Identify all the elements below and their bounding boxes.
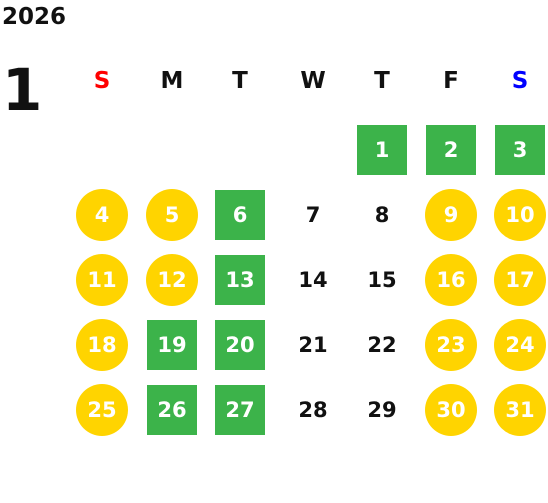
day-number-green: 6 [215, 190, 265, 240]
day-cell[interactable]: 26 [142, 382, 202, 438]
day-cell[interactable]: 15 [352, 252, 412, 308]
day-cell[interactable]: 27 [210, 382, 270, 438]
day-cell[interactable]: 16 [421, 252, 481, 308]
day-cell[interactable]: 20 [210, 317, 270, 373]
day-cell[interactable]: 13 [210, 252, 270, 308]
weekday-label: W [300, 68, 326, 94]
day-cell[interactable]: 2 [421, 122, 481, 178]
day-cell[interactable]: 10 [490, 187, 548, 243]
day-number: 14 [298, 267, 328, 292]
day-cell[interactable]: 1 [352, 122, 412, 178]
weekday-label: T [374, 68, 390, 94]
day-number: 7 [305, 202, 321, 227]
day-number-yellow: 16 [425, 254, 477, 306]
day-cell[interactable]: 6 [210, 187, 270, 243]
day-number-green: 3 [495, 125, 545, 175]
day-cell[interactable]: 3 [490, 122, 548, 178]
weekday-label: F [443, 68, 459, 94]
day-number-yellow: 4 [76, 189, 128, 241]
day-cell[interactable]: 29 [352, 382, 412, 438]
day-number-yellow: 11 [76, 254, 128, 306]
day-number-green: 1 [357, 125, 407, 175]
day-number-yellow: 25 [76, 384, 128, 436]
day-number: 28 [298, 397, 328, 422]
day-cell[interactable]: 17 [490, 252, 548, 308]
day-number-green: 27 [215, 385, 265, 435]
day-cell[interactable]: 21 [283, 317, 343, 373]
day-number: 21 [298, 332, 328, 357]
month-number: 1 [2, 56, 43, 124]
day-number-yellow: 10 [494, 189, 546, 241]
day-number-green: 20 [215, 320, 265, 370]
day-cell[interactable]: 22 [352, 317, 412, 373]
day-number-yellow: 12 [146, 254, 198, 306]
day-cell[interactable]: 24 [490, 317, 548, 373]
day-cell[interactable]: 4 [72, 187, 132, 243]
weekday-label: S [511, 68, 529, 94]
weekday-label: T [232, 68, 248, 94]
day-number-green: 26 [147, 385, 197, 435]
weekday-label: M [160, 68, 184, 94]
day-number-yellow: 24 [494, 319, 546, 371]
day-cell[interactable]: 7 [283, 187, 343, 243]
day-number-green: 19 [147, 320, 197, 370]
day-number-yellow: 30 [425, 384, 477, 436]
day-number: 29 [367, 397, 397, 422]
day-cell[interactable]: 5 [142, 187, 202, 243]
day-cell[interactable]: 25 [72, 382, 132, 438]
day-cell[interactable]: 11 [72, 252, 132, 308]
day-number-green: 13 [215, 255, 265, 305]
day-cell[interactable]: 9 [421, 187, 481, 243]
day-cell[interactable]: 30 [421, 382, 481, 438]
day-number: 8 [374, 202, 390, 227]
day-number: 22 [367, 332, 397, 357]
day-cell[interactable]: 31 [490, 382, 548, 438]
day-cell[interactable]: 28 [283, 382, 343, 438]
day-cell[interactable]: 8 [352, 187, 412, 243]
day-number: 15 [367, 267, 397, 292]
day-cell[interactable]: 12 [142, 252, 202, 308]
day-number-yellow: 23 [425, 319, 477, 371]
day-number-yellow: 18 [76, 319, 128, 371]
day-number-yellow: 31 [494, 384, 546, 436]
year-label: 2026 [2, 4, 67, 30]
day-number-yellow: 17 [494, 254, 546, 306]
day-cell[interactable]: 23 [421, 317, 481, 373]
day-number-yellow: 9 [425, 189, 477, 241]
day-cell[interactable]: 19 [142, 317, 202, 373]
day-number-yellow: 5 [146, 189, 198, 241]
day-cell[interactable]: 14 [283, 252, 343, 308]
weekday-label: S [93, 68, 111, 94]
day-cell[interactable]: 18 [72, 317, 132, 373]
day-number-green: 2 [426, 125, 476, 175]
